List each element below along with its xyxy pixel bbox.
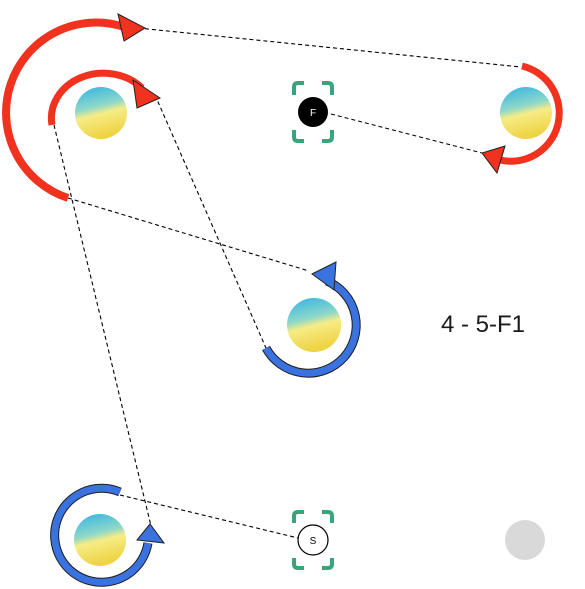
connector-line	[119, 494, 299, 539]
arrowhead-icon	[132, 78, 162, 109]
connector-line	[330, 113, 483, 154]
connector-line	[137, 27, 522, 68]
node-1[interactable]	[47, 69, 162, 139]
node-disc	[74, 514, 126, 566]
arrowhead-icon	[481, 145, 506, 175]
arrowhead-icon	[136, 523, 166, 544]
clockwise-arrow-large	[2, 13, 147, 202]
level-label: 4 - 5-F1	[441, 311, 526, 338]
connector-line	[67, 197, 310, 272]
node-disc	[500, 87, 552, 139]
node-disc	[287, 298, 341, 352]
connector-lines	[53, 27, 522, 539]
node-3[interactable]	[262, 261, 361, 378]
finish-label: F	[310, 108, 316, 119]
finish-marker[interactable]: F	[292, 81, 334, 143]
node-disc	[75, 87, 127, 139]
connector-line	[154, 94, 267, 349]
node-4[interactable]	[50, 483, 166, 587]
inactive-node	[505, 520, 545, 560]
arrowhead-icon	[311, 261, 337, 291]
connector-line	[53, 124, 153, 531]
start-marker[interactable]: S	[292, 510, 334, 570]
start-label: S	[310, 536, 317, 547]
node-2[interactable]	[481, 62, 563, 175]
